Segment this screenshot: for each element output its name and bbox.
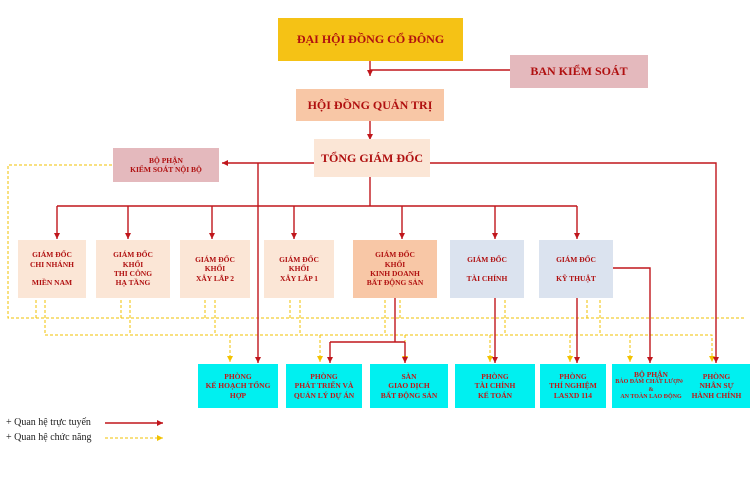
director-technical-line-2 [575, 264, 577, 273]
dept-accounting-line-3: KẾ TOÁN [477, 390, 513, 400]
ceo-box: TỔNG GIÁM ĐỐC [314, 139, 430, 177]
director-finance-line-2 [486, 264, 488, 273]
director-realestate-box: GIÁM ĐỐC KHỐI KINH DOANH BẤT ĐỘNG SẢN [353, 240, 437, 298]
functional-to-lab [384, 300, 573, 362]
director-build2-line-1: GIÁM ĐỐC [195, 254, 235, 264]
director-branch-line-1: GIÁM ĐỐC [32, 250, 72, 260]
director-infra-line-2: KHỐI [122, 259, 144, 269]
internal-audit-line-1: BỘ PHẬN [149, 155, 183, 165]
board-label: HỘI ĐỒNG QUẢN TRỊ [307, 97, 433, 112]
dept-hr-line-2: NHÂN SỰ [699, 381, 734, 391]
board-box: HỘI ĐỒNG QUẢN TRỊ [296, 89, 444, 121]
dept-lab-box: PHÒNG THÍ NGHIỆM LASXD 114 [540, 364, 606, 408]
functional-frame-line [7, 164, 745, 319]
supervisory-box: BAN KIỂM SOÁT [510, 55, 648, 88]
line-tech-quality [613, 267, 653, 363]
dept-exchange-line-2: GIAO DỊCH [388, 381, 430, 391]
director-technical-line-1: GIÁM ĐỐC [556, 254, 596, 264]
director-technical-box: GIÁM ĐỐC KỸ THUẬT [539, 240, 613, 298]
dept-development-box: PHÒNG PHÁT TRIỂN VÀ QUẢN LÝ DỰ ÁN [286, 364, 362, 408]
functional-to-quality [504, 300, 633, 362]
dept-lab-line-1: PHÒNG [559, 371, 587, 381]
functional-to-hr [599, 300, 715, 362]
dept-lab-line-2: THÍ NGHIỆM [549, 381, 597, 391]
director-realestate-line-1: GIÁM ĐỐC [375, 250, 415, 260]
dept-quality-line-3: & [648, 386, 654, 393]
director-infra-line-1: GIÁM ĐỐC [113, 250, 153, 260]
director-infra-line-3: THI CÔNG [113, 269, 153, 278]
director-branch-line-4: MIỀN NAM [31, 278, 73, 288]
shareholders-box: ĐẠI HỘI ĐỒNG CỔ ĐÔNG [278, 18, 463, 61]
director-branch-box: GIÁM ĐỐC CHI NHÁNH MIỀN NAM [18, 240, 86, 298]
director-finance-line-3: TÀI CHÍNH [466, 273, 508, 283]
dept-accounting-line-2: TÀI CHÍNH [474, 381, 516, 391]
director-technical-line-3: KỸ THUẬT [556, 273, 596, 283]
internal-audit-line-2: KIỂM SOÁT NỘI BỘ [130, 165, 202, 174]
director-build1-line-3: XÂY LẮP 1 [279, 273, 319, 283]
director-realestate-line-4: BẤT ĐỘNG SẢN [366, 278, 424, 288]
director-build2-box: GIÁM ĐỐC KHỐI XÂY LẮP 2 [180, 240, 250, 298]
functional-to-exchange [214, 300, 408, 362]
dept-quality-box: BỘ PHẬN BẢO ĐẢM CHẤT LƯỢNG & AN TOÀN LAO… [612, 364, 690, 408]
director-infra-line-4: HẠ TẦNG [115, 278, 151, 288]
dept-quality-line-4: AN TOÀN LAO ĐỘNG [620, 394, 682, 401]
supervisory-label: BAN KIỂM SOÁT [530, 64, 628, 78]
dept-hr-line-1: PHÒNG [702, 371, 731, 381]
shareholders-label: ĐẠI HỘI ĐỒNG CỔ ĐÔNG [296, 32, 445, 46]
director-realestate-line-2: KHỐI [384, 259, 406, 269]
dept-exchange-box: SÀN GIAO DỊCH BẤT ĐỘNG SẢN [370, 364, 448, 408]
dept-development-line-1: PHÒNG [310, 371, 338, 381]
director-infra-box: GIÁM ĐỐC KHỐI THI CÔNG HẠ TẦNG [96, 240, 170, 298]
dept-exchange-line-3: BẤT ĐỘNG SẢN [380, 390, 438, 400]
dept-exchange-line-1: SÀN [401, 371, 417, 381]
legend-functional-label: + Quan hệ chức năng [6, 432, 92, 443]
director-branch-line-2: CHI NHÁNH [30, 259, 74, 269]
dept-planning-box: PHÒNG KẾ HOẠCH TỔNG HỢP [198, 364, 278, 408]
ceo-label: TỔNG GIÁM ĐỐC [321, 150, 423, 165]
director-build2-line-2: KHỐI [204, 264, 226, 274]
dept-quality-line-2: BẢO ĐẢM CHẤT LƯỢNG [615, 379, 687, 386]
dept-planning-line-3: HỢP [229, 390, 247, 400]
legend-direct-label: + Quan hệ trực tuyến [6, 417, 91, 428]
director-finance-box: GIÁM ĐỐC TÀI CHÍNH [450, 240, 524, 298]
dept-quality-line-1: BỘ PHẬN [634, 370, 668, 380]
functional-to-planning [44, 300, 233, 362]
dept-hr-line-3: HÀNH CHÍNH [691, 390, 742, 400]
functional-to-development [129, 300, 323, 362]
dept-planning-line-2: KẾ HOẠCH TỔNG [205, 381, 271, 391]
dept-accounting-line-1: PHÒNG [481, 371, 509, 381]
director-build1-box: GIÁM ĐỐC KHỐI XÂY LẮP 1 [264, 240, 334, 298]
line-ceo-hr [430, 162, 719, 363]
director-build1-line-2: KHỐI [288, 264, 310, 274]
director-build1-line-1: GIÁM ĐỐC [279, 254, 319, 264]
dept-planning-line-1: PHÒNG [224, 371, 252, 381]
dept-development-line-3: QUẢN LÝ DỰ ÁN [293, 390, 355, 400]
director-realestate-line-3: KINH DOANH [370, 269, 420, 278]
director-branch-line-3 [51, 269, 53, 278]
dept-hr-box: PHÒNG NHÂN SỰ HÀNH CHÍNH [683, 364, 750, 408]
director-build2-line-3: XÂY LẮP 2 [195, 273, 235, 283]
dept-development-line-2: PHÁT TRIỂN VÀ [294, 381, 354, 391]
dept-lab-line-3: LASXD 114 [553, 390, 593, 400]
internal-audit-box: BỘ PHẬN KIỂM SOÁT NỘI BỘ [113, 148, 219, 182]
director-finance-line-1: GIÁM ĐỐC [467, 254, 507, 264]
dept-accounting-box: PHÒNG TÀI CHÍNH KẾ TOÁN [455, 364, 535, 408]
